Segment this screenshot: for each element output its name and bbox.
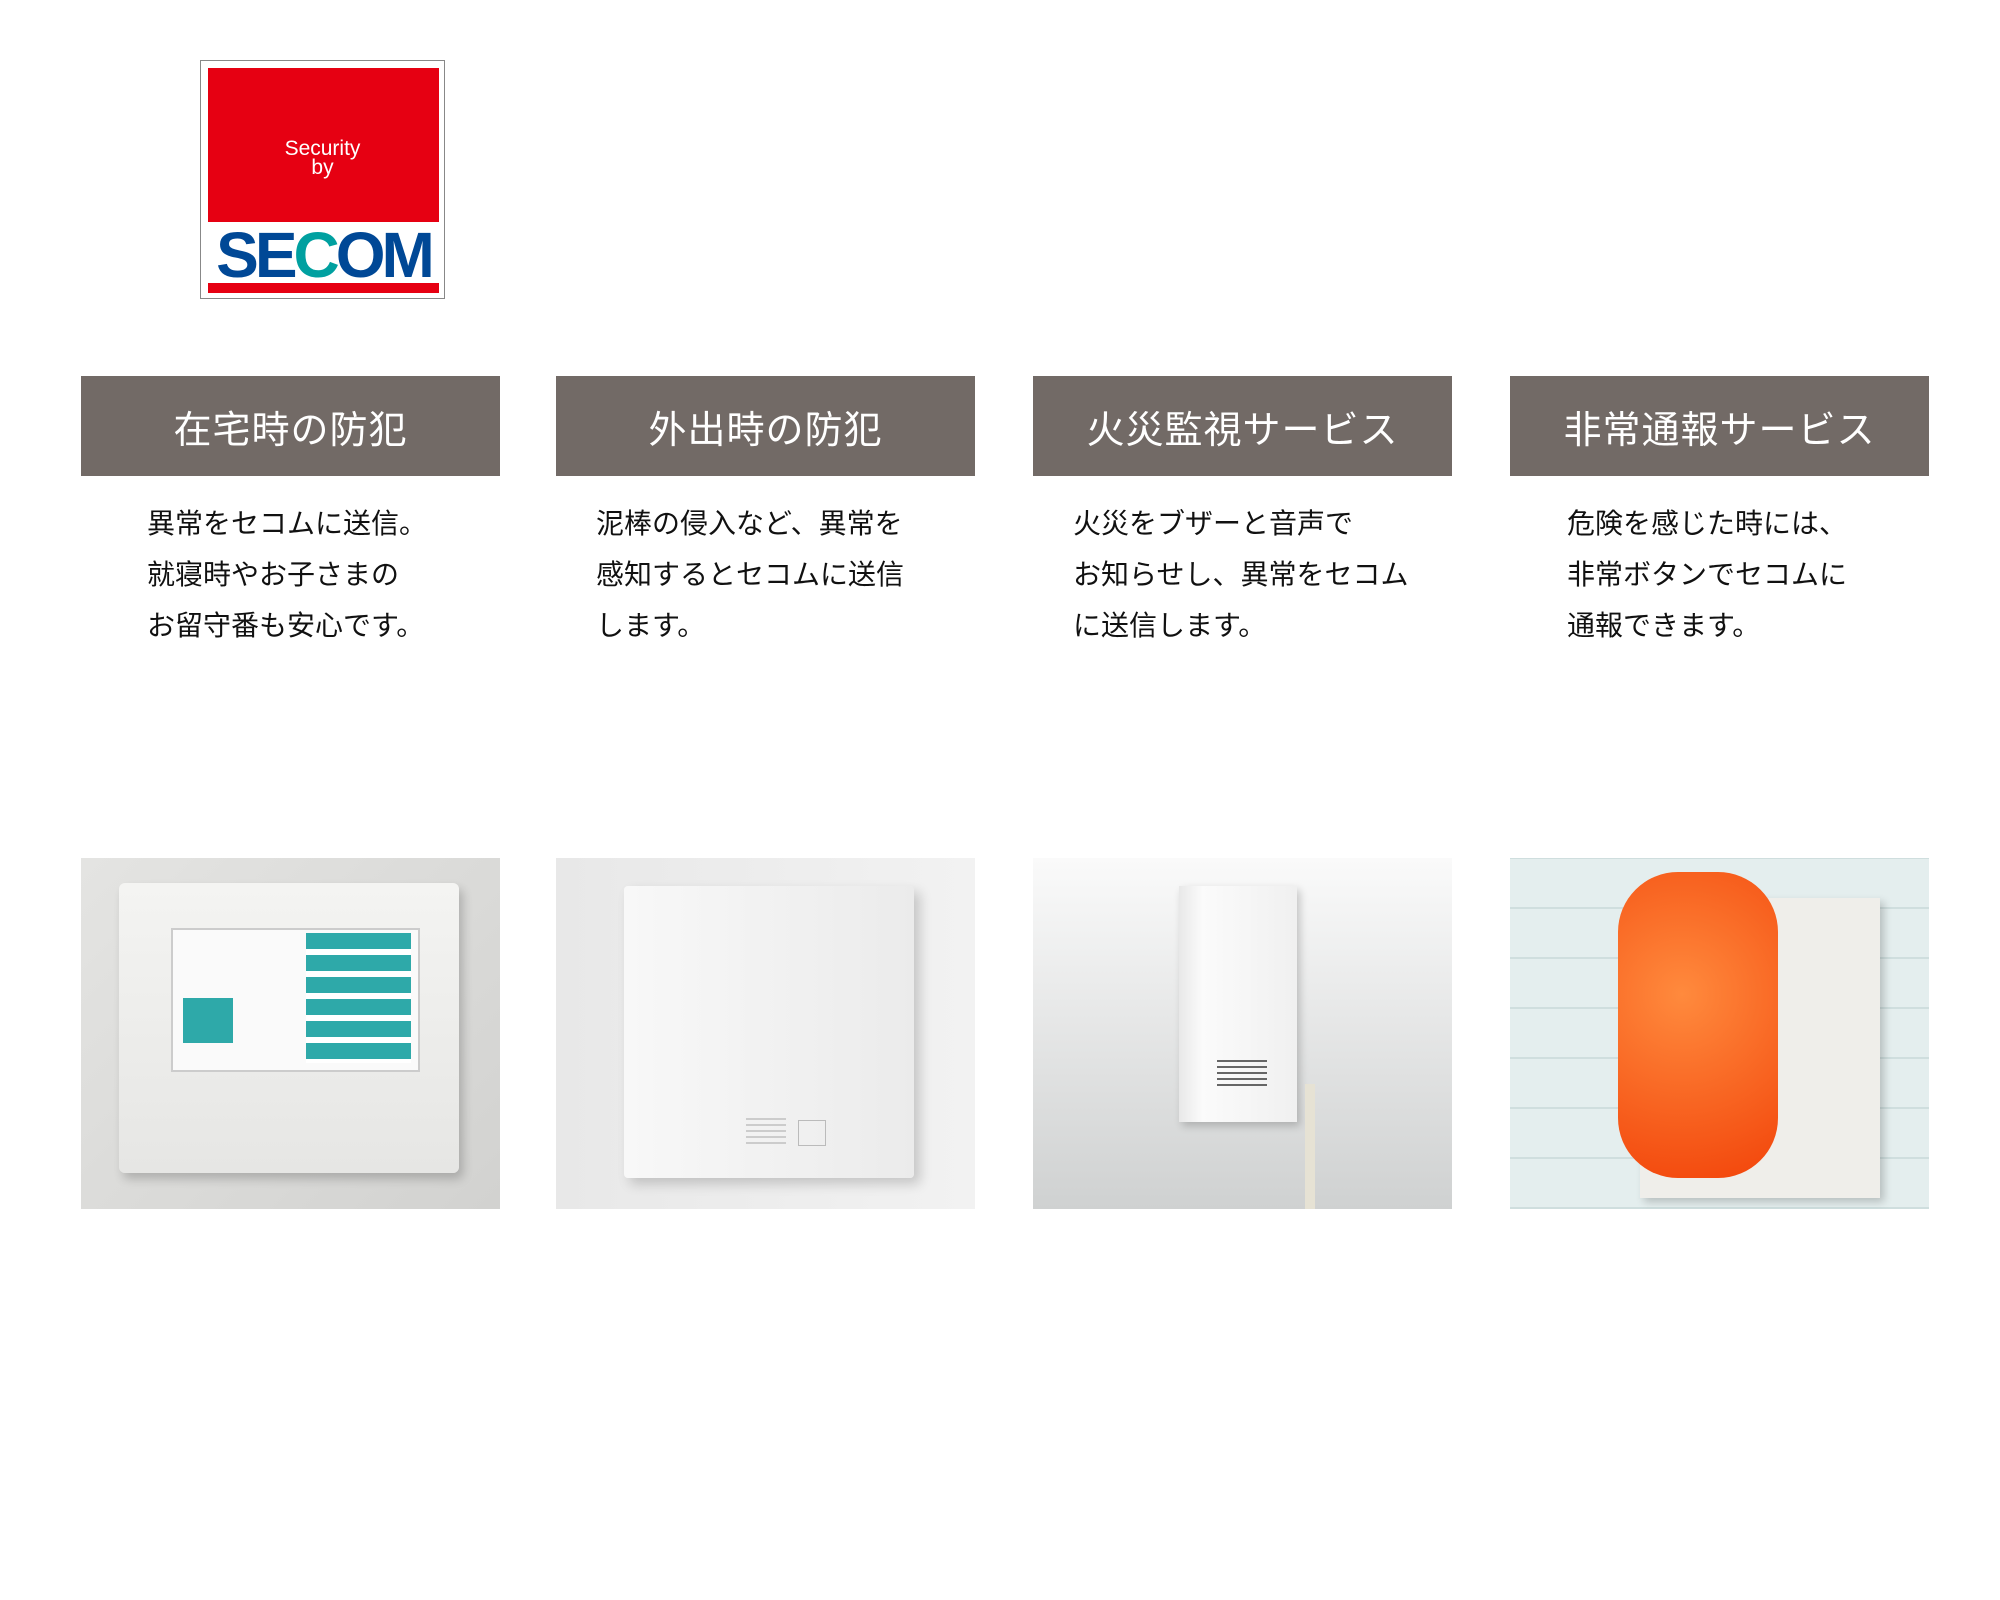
service-away: 外出時の防犯 泥棒の侵入など、異常を感知するとセコムに送信します。: [556, 376, 975, 651]
secom-logo: Security by SECOM: [200, 60, 445, 299]
control-panel-image: [81, 858, 500, 1209]
service-title: 外出時の防犯: [556, 376, 975, 476]
service-home: 在宅時の防犯 異常をセコムに送信。就寝時やお子さまのお留守番も安心です。: [81, 376, 500, 651]
warning-light-image: [1510, 858, 1929, 1209]
service-title: 非常通報サービス: [1510, 376, 1929, 476]
service-title: 火災監視サービス: [1033, 376, 1452, 476]
service-description: 危険を感じた時には、非常ボタンでセコムに通報できます。: [1567, 507, 1848, 642]
service-title: 在宅時の防犯: [81, 376, 500, 476]
fire-alarm-image: [1033, 858, 1452, 1209]
service-emergency: 非常通報サービス 危険を感じた時には、非常ボタンでセコムに通報できます。: [1510, 376, 1929, 651]
service-description: 火災をブザーと音声でお知らせし、異常をセコムに送信します。: [1073, 507, 1409, 642]
service-description: 泥棒の侵入など、異常を感知するとセコムに送信します。: [596, 507, 905, 642]
sensor-unit-image: [556, 858, 975, 1209]
service-description: 異常をセコムに送信。就寝時やお子さまのお留守番も安心です。: [147, 507, 428, 642]
service-fire: 火災監視サービス 火災をブザーと音声でお知らせし、異常をセコムに送信します。: [1033, 376, 1452, 651]
